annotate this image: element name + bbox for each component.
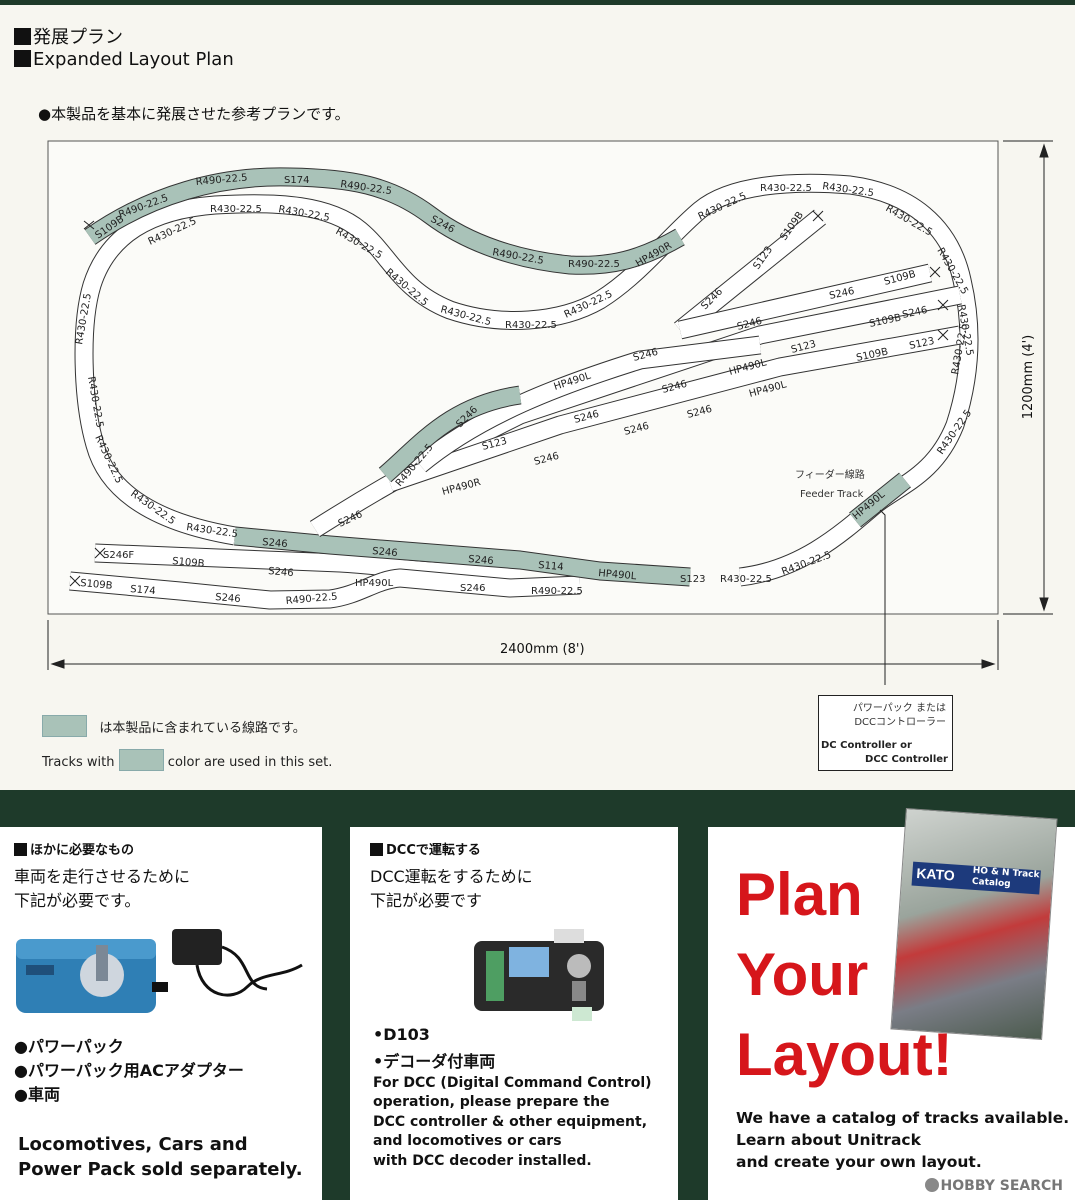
bumper-x — [94, 547, 106, 559]
track-label: S246 — [460, 583, 485, 594]
dcc-controller-image — [474, 929, 604, 1021]
panel1-line1: 車両を走行させるために — [14, 867, 191, 886]
dimension-lines — [47, 140, 1053, 670]
legend-swatch — [118, 749, 164, 771]
track-label: R430-22.5 — [720, 574, 772, 585]
legend-en: Tracks with color are used in this set. — [42, 749, 332, 771]
track-label: S246 — [268, 566, 294, 579]
height-dimension-label: 1200mm (4') — [1021, 335, 1036, 420]
track-label: S114 — [538, 560, 564, 573]
track-label: HP490L — [355, 578, 394, 589]
track-label: S246F — [103, 550, 134, 561]
track-label: R430-22.5 — [210, 204, 262, 215]
panel1-heading: ほかに必要なもの — [14, 839, 134, 858]
panel1-en-line: Locomotives, Cars and — [18, 1134, 248, 1155]
bumper-x — [937, 299, 949, 311]
legend-swatch — [42, 715, 87, 737]
width-dimension-label: 2400mm (8') — [500, 642, 585, 657]
track-label: R490-22.5 — [568, 259, 620, 270]
intro-text: ●本製品を基本に発展させた参考プランです。 — [38, 105, 350, 123]
panel2-en-line: operation, please prepare the — [373, 1094, 610, 1110]
bumper-x — [69, 575, 81, 587]
panel-required-items: ほかに必要なもの 車両を走行させるために 下記が必要です。 ●パワーパック ●パ… — [0, 827, 322, 1200]
bumper-x — [937, 329, 949, 341]
watermark: HOBBY SEARCH — [924, 1178, 1063, 1194]
track-label: S109B — [172, 556, 205, 570]
track-label: S123 — [908, 336, 935, 352]
panel2-line1: DCC運転をするために — [370, 867, 533, 886]
panel1-bullet: ●パワーパック用ACアダプター — [14, 1061, 244, 1080]
panel2-en-line: For DCC (Digital Command Control) — [373, 1075, 652, 1091]
panel1-bullet: ●車両 — [14, 1085, 60, 1104]
feeder-label-jp: フィーダー線路 — [795, 468, 865, 481]
plan-description: We have a catalog of tracks available. L… — [736, 1109, 1070, 1171]
panel-dcc: DCCで運転する DCC運転をするために 下記が必要です •D103 •デコーダ… — [350, 827, 678, 1200]
panel2-heading: DCCで運転する — [370, 839, 481, 858]
track-label: S123 — [680, 574, 705, 585]
track-label: S246 — [215, 592, 241, 605]
panel2-line2: 下記が必要です — [370, 891, 483, 910]
track-label: S174 — [284, 175, 309, 186]
legend-jp: は本製品に含まれている線路です。 — [42, 715, 306, 737]
layout-plan-section: 発展プラン Expanded Layout Plan ●本製品を基本に発展させた… — [0, 5, 1075, 790]
power-pack-image — [16, 929, 303, 1013]
track-label: S246 — [372, 546, 398, 559]
track-label: R490-22.5 — [285, 592, 338, 607]
panel1-line2: 下記が必要です。 — [14, 891, 141, 910]
panel1-bullet: ●パワーパック — [14, 1037, 124, 1056]
feeder-label-en: Feeder Track — [800, 489, 864, 500]
plan-heading-word: Your — [736, 941, 869, 1008]
track-label: R490-22.5 — [195, 173, 248, 188]
bumper-x — [929, 266, 941, 278]
track-label: S246 — [262, 537, 288, 550]
panel2-en-line: DCC controller & other equipment, — [373, 1114, 648, 1130]
plan-heading-word: Plan — [736, 861, 863, 928]
bumper-x — [83, 220, 95, 230]
track-label: S246 — [468, 554, 494, 567]
panel1-en-line: Power Pack sold separately. — [18, 1159, 303, 1180]
top-bar — [0, 0, 1075, 5]
feeder-wire — [879, 509, 886, 685]
panel2-item: •D103 — [373, 1025, 430, 1044]
track-plan-diagram: S109B R490-22.5 R490-22.5 S174 R490-22.5… — [47, 140, 1053, 685]
track-label: S174 — [130, 584, 156, 597]
title-en: Expanded Layout Plan — [14, 49, 234, 70]
bumper-stops — [69, 210, 949, 587]
panel2-en-line: with DCC decoder installed. — [373, 1153, 592, 1169]
track-label: R430-22.5 — [760, 183, 812, 194]
track-label: S109B — [80, 578, 113, 592]
track-label: R430-22.5 — [505, 320, 557, 331]
panel2-en-line: and locomotives or cars — [373, 1133, 562, 1149]
panel2-item: •デコーダ付車両 — [373, 1052, 496, 1071]
bumper-x — [812, 210, 824, 222]
track-label: HP490L — [598, 568, 637, 582]
track-label: S246 — [828, 286, 855, 302]
track-label: R490-22.5 — [531, 586, 583, 597]
track-label: S246 — [901, 305, 928, 321]
title-jp: 発展プラン — [14, 23, 123, 49]
catalog-brand: KATO — [915, 864, 956, 884]
hobby-search-logo-icon — [924, 1178, 939, 1192]
plan-heading-word: Layout! — [736, 1021, 953, 1088]
